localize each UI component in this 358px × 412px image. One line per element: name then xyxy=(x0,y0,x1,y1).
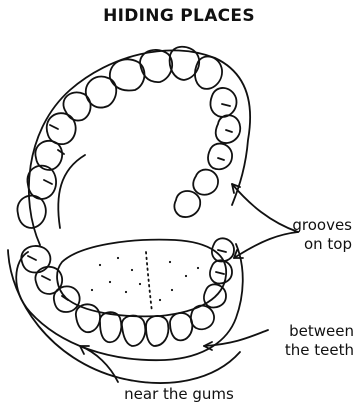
lower-tooth xyxy=(146,316,168,346)
upper-tooth xyxy=(195,56,222,88)
upper-tooth xyxy=(208,144,232,170)
lower-tooth xyxy=(170,313,192,340)
upper-teeth xyxy=(17,47,240,228)
label-between-the-teeth: between the teeth xyxy=(254,322,354,360)
label-near-the-gums: near the gums xyxy=(0,385,358,404)
label-grooves-line2: on top xyxy=(262,235,352,254)
upper-tooth xyxy=(140,50,172,82)
upper-jaw xyxy=(29,50,250,245)
upper-tooth xyxy=(17,196,45,228)
lower-tooth xyxy=(122,316,145,346)
lower-tooth xyxy=(210,260,232,283)
label-grooves-on-top: grooves on top xyxy=(262,216,352,254)
upper-tooth xyxy=(193,170,218,195)
upper-tooth xyxy=(216,115,241,143)
label-between-line1: between xyxy=(254,322,354,341)
label-between-line2: the teeth xyxy=(254,341,354,360)
lower-tooth xyxy=(100,312,121,342)
upper-tooth xyxy=(63,92,90,120)
lower-teeth xyxy=(21,238,234,346)
lower-tooth xyxy=(191,306,214,330)
upper-tooth xyxy=(27,166,56,199)
lower-jaw xyxy=(8,244,243,383)
label-grooves-line1: grooves xyxy=(262,216,352,235)
upper-tooth xyxy=(210,88,236,117)
tongue-texture-dots xyxy=(91,257,199,301)
upper-tooth xyxy=(174,191,200,217)
upper-tooth xyxy=(47,113,76,144)
